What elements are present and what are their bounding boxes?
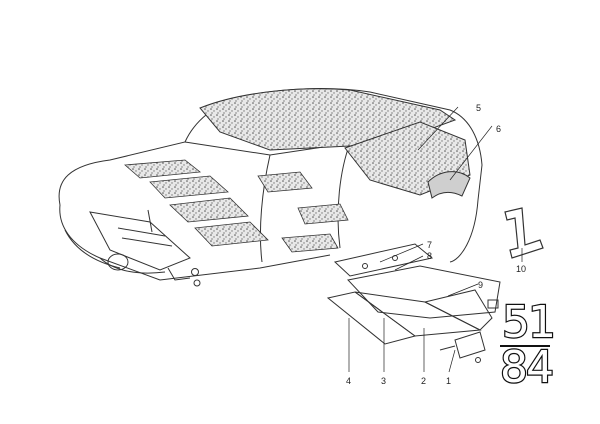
callout-3: 3	[381, 376, 386, 386]
wheel-arch-trim	[427, 171, 471, 199]
callout-1: 1	[446, 376, 451, 386]
bracket-part-10	[504, 207, 544, 259]
front-floor-bracket	[89, 209, 201, 287]
floor-tray	[347, 265, 501, 319]
callout-5: 5	[476, 103, 481, 113]
callout-9: 9	[478, 280, 483, 290]
floor-insulation-pads	[124, 159, 349, 253]
callout-6: 6	[496, 124, 501, 134]
tray-tab	[487, 299, 499, 309]
badge-bottom-number: 84	[500, 342, 552, 393]
leader-lines	[348, 106, 523, 373]
mounting-clip	[439, 331, 486, 363]
badge-top-number: 51	[502, 297, 554, 348]
callout-8: 8	[427, 251, 432, 261]
floor-mat-panels	[326, 289, 493, 345]
callout-10: 10	[516, 264, 526, 274]
callout-2: 2	[421, 376, 426, 386]
callout-4: 4	[346, 376, 351, 386]
group-badge: 51 84	[499, 296, 557, 394]
underbody-sill-panel	[333, 243, 434, 277]
callout-7: 7	[427, 240, 432, 250]
